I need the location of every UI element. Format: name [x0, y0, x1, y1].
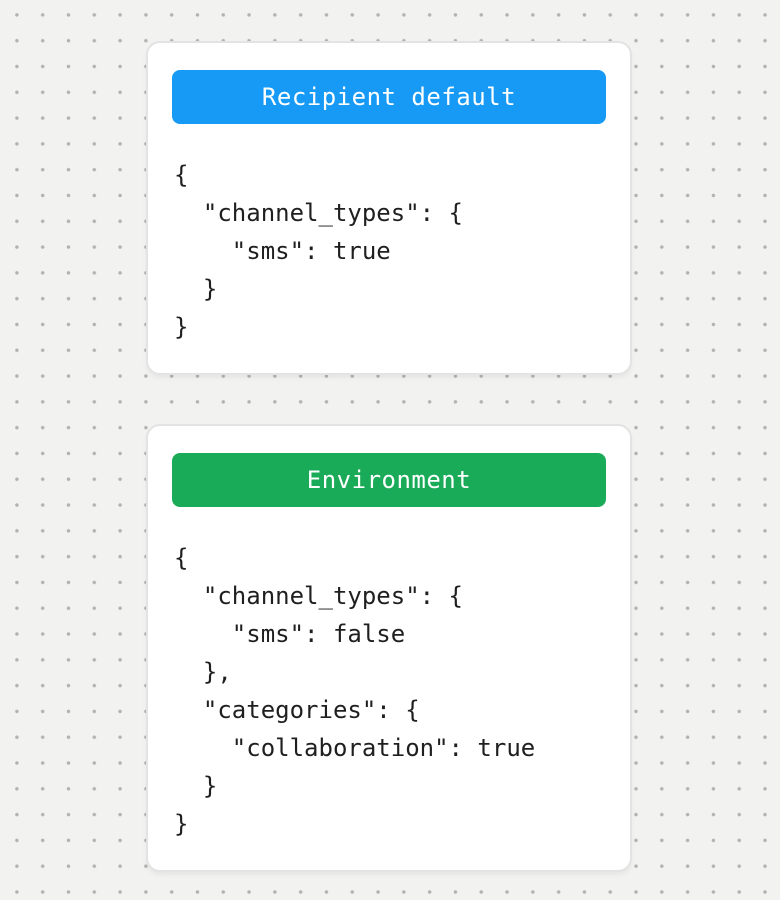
recipient-default-json-code: { "channel_types": { "sms": true } } — [174, 161, 463, 341]
environment-header-badge: Environment — [172, 453, 606, 507]
card-environment: Environment { "channel_types": { "sms": … — [146, 424, 632, 872]
recipient-default-header-badge: Recipient default — [172, 70, 606, 124]
environment-json-code: { "channel_types": { "sms": false }, "ca… — [174, 544, 536, 838]
card-recipient-default: Recipient default { "channel_types": { "… — [146, 41, 632, 375]
